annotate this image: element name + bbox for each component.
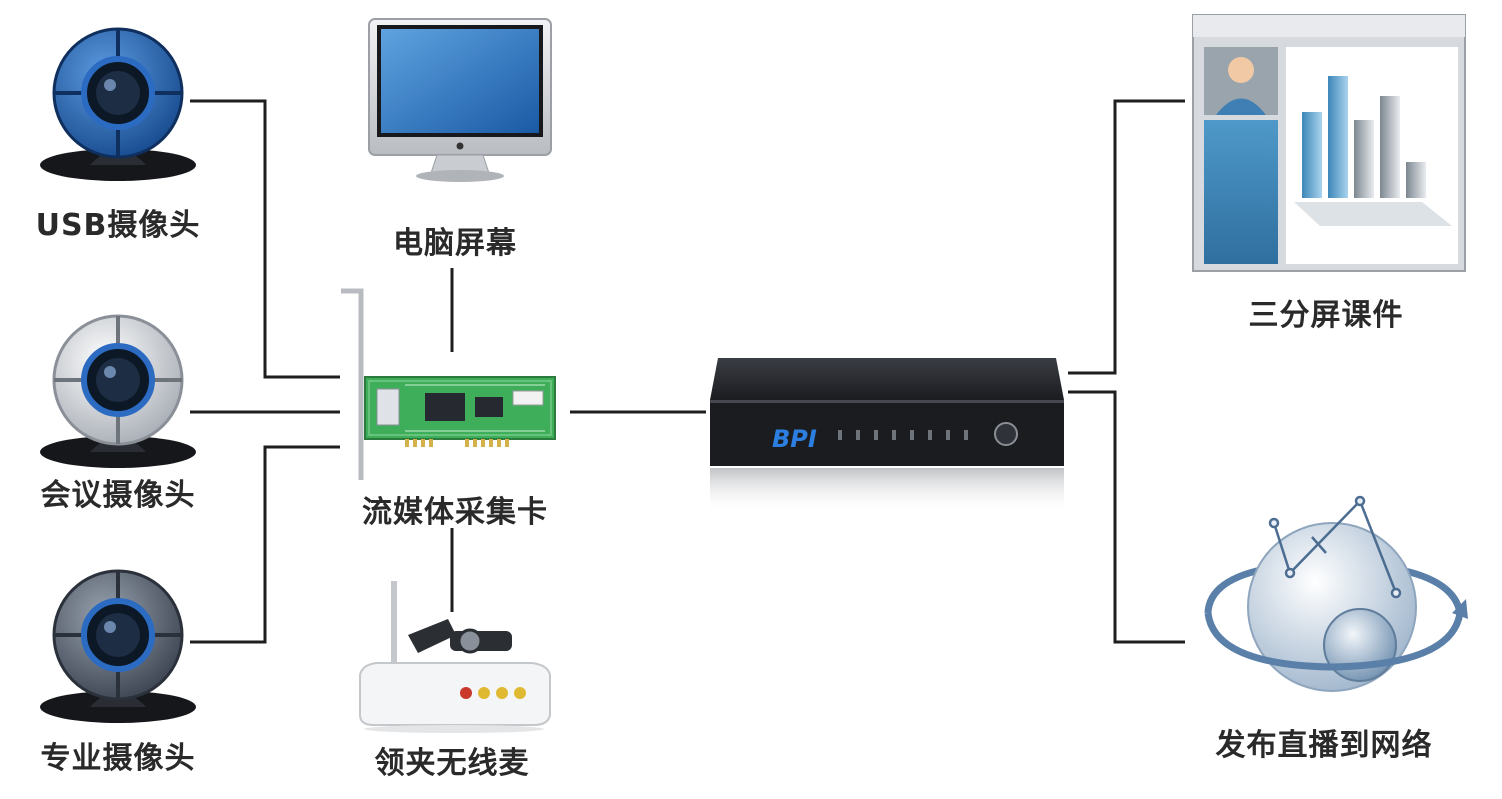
webcam-blue-icon	[40, 27, 196, 181]
label-courseware: 三分屏课件	[1248, 298, 1404, 333]
globe-network-icon	[1204, 495, 1468, 692]
brand-logo: BPI	[772, 425, 817, 453]
label-wireless-mic: 领夹无线麦	[374, 746, 530, 781]
wire-courseware	[1068, 99, 1185, 375]
label-usb-camera: USB摄像头	[35, 208, 201, 243]
wire-pro-camera	[190, 445, 340, 644]
capture-card-icon	[341, 288, 556, 480]
label-broadcast: 发布直播到网络	[1215, 728, 1433, 763]
webcam-gray-icon	[40, 569, 196, 723]
wire-usb-camera	[190, 99, 340, 379]
label-conference-camera: 会议摄像头	[40, 478, 196, 513]
label-capture-card: 流媒体采集卡	[362, 495, 548, 530]
label-pro-camera: 专业摄像头	[40, 741, 196, 776]
wire-broadcast	[1068, 390, 1185, 644]
wireless-mic-receiver-icon	[359, 581, 551, 733]
monitor-icon	[368, 18, 552, 182]
three-pane-window-icon	[1192, 14, 1466, 272]
webcam-silver-icon	[40, 314, 196, 468]
recording-box-icon: BPI	[710, 358, 1064, 514]
label-monitor: 电脑屏幕	[393, 226, 517, 261]
